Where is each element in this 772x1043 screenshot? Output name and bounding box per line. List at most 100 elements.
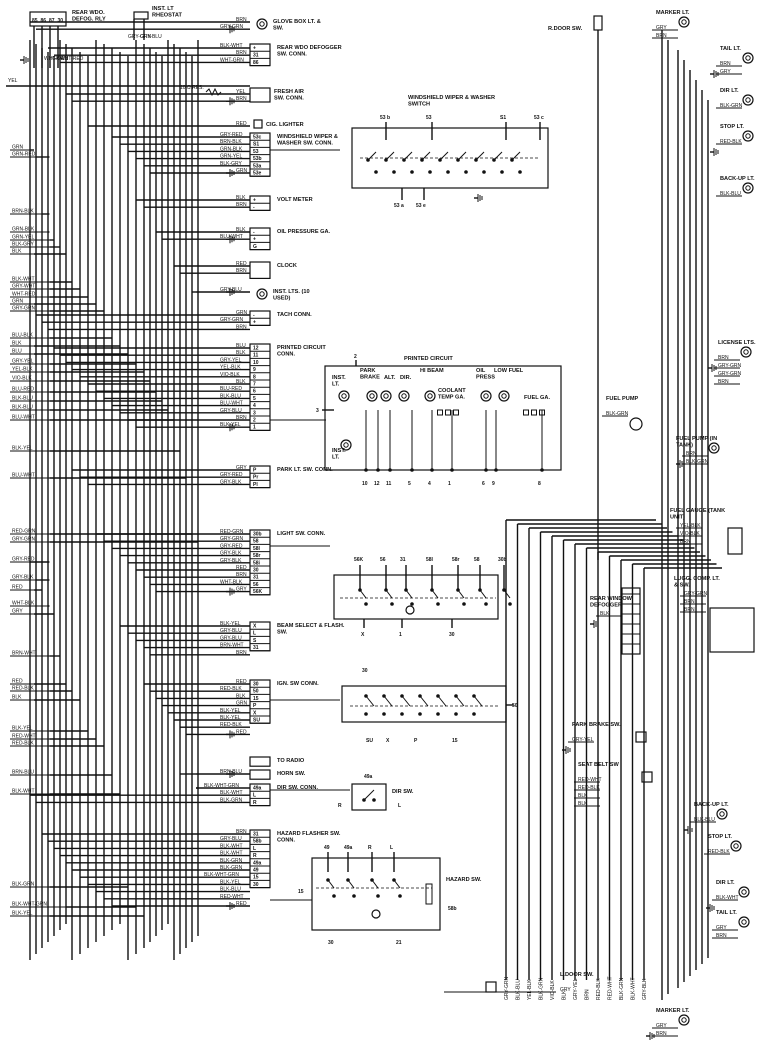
label-line: FUEL PUMP: [606, 396, 638, 402]
component-wire-label: WHT-GRN: [220, 57, 244, 63]
junction-dot: [364, 602, 368, 606]
bulb-icon: [738, 916, 750, 928]
hazard-pin: L: [390, 845, 393, 851]
component-wire-label: BRN: [236, 50, 247, 56]
component-wire-label: BRN: [236, 829, 247, 835]
connector-pin: 15: [253, 696, 259, 702]
component-wire-label: BLK-WHT: [220, 843, 243, 849]
component-wire-label: BLK: [236, 379, 246, 385]
circuit-pin: 4: [428, 481, 431, 487]
harness-wire-label: GRY-GRN: [504, 977, 510, 1000]
switch-contact: [359, 589, 367, 599]
connector-pin: X: [253, 710, 257, 716]
bulb-icon: [405, 605, 415, 615]
left-wire-label: BLK-GRY: [12, 242, 35, 248]
label-line: LT.: [332, 455, 340, 461]
left-wire-label: GRY-YEL: [12, 359, 34, 365]
component-wire-label: GRY-GRN: [220, 317, 243, 323]
junction-dot: [462, 602, 466, 606]
component-wire-label: GRY-BLU: [220, 836, 242, 842]
switch-contact: [327, 879, 335, 889]
connector-pin: 2: [253, 418, 256, 424]
circuit-pin: 1: [448, 481, 451, 487]
label-line: OIL PRESSURE GA.: [277, 229, 330, 235]
connector-pin: 5: [253, 396, 256, 402]
right-wire-label: BRN: [684, 607, 695, 613]
connector-pin: 50: [253, 689, 259, 695]
wiper-pin: 53 c: [534, 115, 544, 121]
label-line: STOP LT.: [708, 834, 732, 840]
switch-icon: [635, 731, 647, 743]
component-wire-label: RED: [236, 729, 247, 735]
bulb-icon: [256, 18, 268, 30]
connector-pin: 31: [253, 645, 259, 651]
junction-dot: [446, 170, 450, 174]
harness-wire-label: GRY-BLK: [642, 978, 648, 1000]
switch-contact: [455, 695, 465, 707]
component-wire-label: BLK-GRN: [220, 797, 243, 803]
component-label: ALT.: [384, 375, 396, 381]
component-wire-label: GRN-YEL: [220, 154, 242, 160]
left-wire-label: BLK-WHT-GRN: [12, 902, 47, 908]
component-wire-label: RED: [236, 565, 247, 571]
connector-block: [249, 756, 271, 767]
label-line: TEMP GA.: [438, 395, 465, 401]
junction-dot: [390, 602, 394, 606]
component-wire-label: BLK-GRN: [220, 858, 243, 864]
right-wire-label: BLK-GRN: [720, 103, 743, 109]
component-wire-label: GRY-RED: [220, 543, 243, 549]
label-line: CONN.: [277, 838, 295, 844]
connector-pin: 58l: [253, 546, 261, 552]
junction-dot: [392, 170, 396, 174]
connector-pin: S: [253, 638, 257, 644]
bulb-icon: [745, 185, 751, 191]
connector-pin: 31: [253, 575, 259, 581]
component-wire-label: BLK-BLU: [220, 887, 241, 893]
ignition-pin: SU: [366, 738, 373, 744]
relay-pin: 85: [32, 18, 38, 24]
left-wire-label: RED: [12, 679, 23, 685]
junction-dot: [454, 712, 458, 716]
component-label: STOP LT.: [720, 124, 744, 130]
bulb-icon: [745, 133, 751, 139]
gauge-terminal: [437, 409, 443, 416]
component-wire-label: GRY-RED: [220, 132, 243, 138]
left-wire-label: RED-WHT: [12, 734, 36, 740]
bulb-icon: [742, 130, 754, 142]
component-wire-label: BLK: [236, 195, 246, 201]
label-line: SWITCH: [408, 102, 430, 108]
harness-wire-label: RED-WHT: [608, 976, 614, 1000]
bulb-icon: [745, 55, 751, 61]
left-wire-label: BLK-YEL: [12, 446, 33, 452]
bulb-icon: [340, 439, 352, 451]
connector-pin: 49a: [253, 860, 262, 866]
left-wire-label: GRN-YEL: [12, 235, 34, 241]
printed-circuit-title: PRINTED CIRCUIT: [404, 356, 453, 362]
connector-pin: -: [253, 230, 255, 236]
connector-pin: 58i: [253, 560, 261, 566]
component-wire-label: RED-BLK: [220, 722, 242, 728]
bulb-icon: [259, 291, 265, 297]
connector-pin: +: [253, 320, 256, 326]
label-line: FUEL GAUGE (TANK: [670, 508, 725, 514]
component-label: DIR.: [400, 375, 412, 381]
relay-wire-label: WHT-GRN: [44, 56, 68, 62]
label-line: RHEOSTAT: [152, 13, 183, 19]
label-line: TAIL LT.: [720, 46, 741, 52]
component-wire-label: BLK-GRY: [220, 161, 243, 167]
component-wire-label: BLK-GRN: [220, 865, 243, 871]
component-wire-label: BRN: [236, 650, 247, 656]
right-wire-label: BLK-GRN: [606, 411, 629, 417]
gauge-terminal: [531, 409, 537, 416]
printed-circuit-box: [324, 365, 562, 471]
component-wire-label: GRN: [236, 310, 248, 316]
component-wire-label: BLK-YEL: [220, 879, 241, 885]
junction-dot: [388, 468, 392, 472]
component-wire-label: GRY-BLU: [220, 635, 242, 641]
switch-contact: [503, 589, 511, 599]
connector-pin: 1: [253, 425, 256, 431]
right-wire-label: BRN: [718, 355, 729, 361]
fuel-pump-icon: [629, 417, 643, 431]
